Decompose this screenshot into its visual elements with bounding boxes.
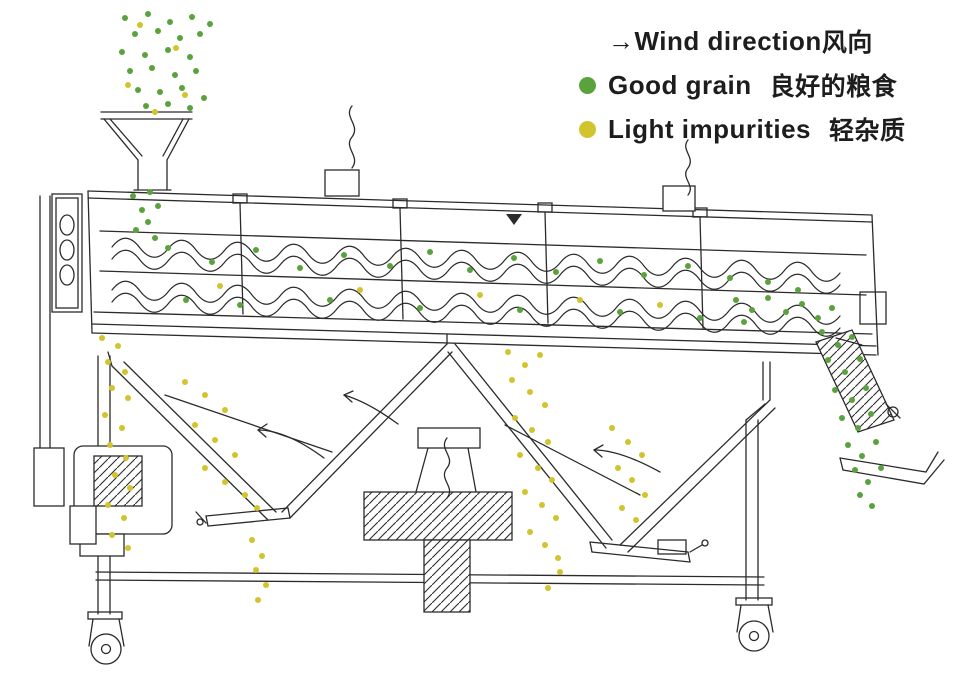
wind-direction-label-zh: 风向 — [821, 29, 873, 57]
discharge-hoppers — [107, 333, 776, 553]
good-grain-dot-icon — [579, 76, 596, 94]
legend-good-grain: Good grain 良好的粮食 — [578, 68, 906, 102]
blower-louver-unit — [51, 193, 83, 313]
machine-frame — [33, 105, 945, 665]
light-impurities-label: Light impurities — [608, 113, 811, 144]
right-discharge-chute — [589, 539, 709, 563]
feed-hopper — [100, 111, 193, 191]
legend-light-impurities: Light impurities 轻杂质 — [578, 112, 906, 146]
motor-box — [69, 445, 173, 557]
spiral-screw-pattern — [111, 237, 841, 337]
right-caster-wheel — [735, 597, 774, 652]
wind-arrow-icon: → — [608, 25, 635, 56]
light-impurity-dots — [99, 22, 663, 603]
screen-body — [87, 169, 887, 356]
airflow-arrows — [257, 390, 661, 473]
left-air-duct — [33, 195, 65, 507]
left-discharge-chute — [195, 507, 291, 527]
center-support-pedestal — [363, 427, 513, 613]
good-grain-label-zh: 良好的粮食 — [769, 73, 898, 101]
air-flow-squiggles — [348, 105, 691, 499]
wind-direction-label: Wind direction — [634, 25, 822, 56]
good-grain-label: Good grain — [608, 69, 752, 100]
good-grain-dots — [119, 11, 884, 509]
right-discharge-assembly — [815, 329, 945, 485]
light-impurities-dot-icon — [579, 120, 596, 138]
left-caster-wheel — [87, 611, 125, 665]
light-impurities-label-zh: 轻杂质 — [829, 117, 906, 145]
